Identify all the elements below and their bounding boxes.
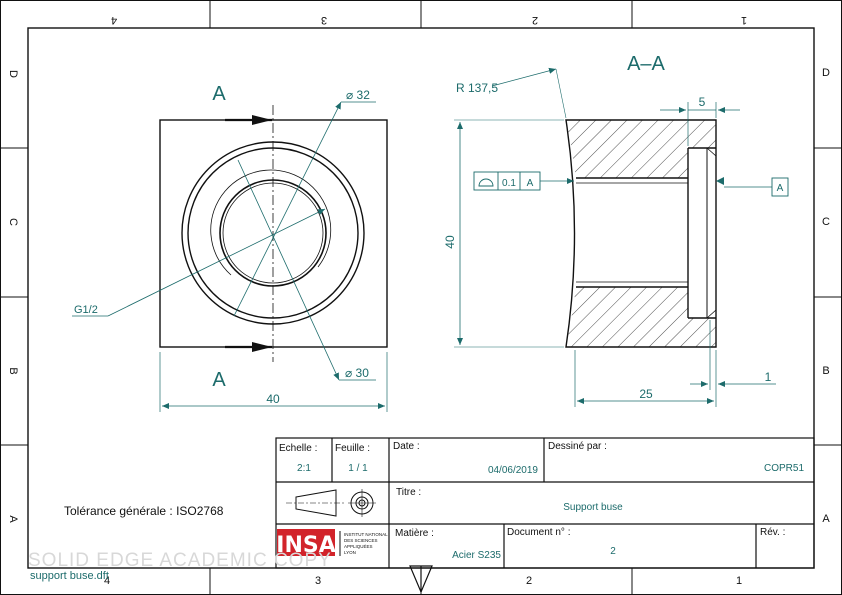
- svg-text:DES SCIENCES: DES SCIENCES: [344, 538, 378, 543]
- svg-text:APPLIQUÉES: APPLIQUÉES: [344, 543, 373, 549]
- tolerance-value: 0.1: [502, 178, 516, 189]
- title-block-fields: Echelle : 2:1 Feuille : 1 / 1 Date : 04/…: [279, 441, 804, 561]
- section-outline: [565, 119, 717, 348]
- sheet-value: 1 / 1: [348, 463, 368, 474]
- general-tolerance: Tolérance générale : ISO2768: [64, 504, 224, 518]
- scale-label: Echelle :: [279, 443, 317, 454]
- svg-text:INSTITUT NATIONAL: INSTITUT NATIONAL: [344, 532, 388, 537]
- dim-width: 40: [266, 392, 280, 406]
- material-label: Matière :: [395, 528, 434, 539]
- section-label-bottom: A: [212, 369, 226, 391]
- col-label-top: 4: [111, 14, 117, 26]
- svg-text:LYON: LYON: [344, 550, 356, 555]
- drawn-by-value: COPR51: [764, 463, 804, 474]
- thread-label: G1/2: [74, 304, 98, 316]
- col-label-bottom: 4: [104, 575, 110, 587]
- row-label-right: C: [822, 216, 830, 228]
- row-label-right: A: [822, 513, 830, 525]
- filename: support buse.dft: [30, 570, 109, 582]
- projection-symbol-icon: [286, 489, 376, 517]
- svg-text:INSA: INSA: [276, 533, 335, 558]
- datum-triangle-icon: [716, 177, 724, 185]
- row-label-left: B: [7, 367, 19, 374]
- section-label-top: A: [212, 83, 226, 105]
- datum-label: A: [777, 183, 784, 194]
- row-label-right: B: [822, 365, 829, 377]
- date-value: 04/06/2019: [488, 465, 538, 476]
- row-label-left: C: [7, 218, 19, 226]
- col-label-top: 1: [741, 14, 747, 26]
- date-label: Date :: [393, 441, 420, 452]
- dim-radius: R 137,5: [456, 81, 498, 95]
- col-label-bottom: 1: [736, 575, 742, 587]
- front-view-annotations: A A ⌀ 32 ⌀ 30 G1/2 40: [74, 83, 370, 406]
- dim-inner-diameter: ⌀ 30: [345, 366, 369, 380]
- col-label-bottom: 2: [526, 575, 532, 587]
- tolerance-datum: A: [527, 178, 534, 189]
- front-view: [72, 101, 388, 412]
- material-value: Acier S235: [452, 550, 501, 561]
- dim-counterbore: 5: [699, 95, 706, 109]
- title-block: [275, 437, 815, 569]
- profile-symbol-icon: [478, 178, 494, 187]
- frame-row-labels: D C B A D C B A: [7, 67, 830, 525]
- dim-outer-diameter: ⌀ 32: [346, 88, 370, 102]
- section-view: [454, 67, 789, 407]
- title-value: Support buse: [563, 502, 623, 513]
- row-label-left: A: [7, 515, 19, 523]
- dim-length: 25: [639, 387, 653, 401]
- revision-label: Rév. :: [760, 527, 785, 538]
- title-label: Titre :: [396, 487, 421, 498]
- thread-arc: [210, 169, 332, 276]
- document-value: 2: [610, 546, 616, 557]
- section-title: A–A: [627, 53, 665, 75]
- document-label: Document n° :: [507, 527, 570, 538]
- insa-logo: INSA INSTITUT NATIONAL DES SCIENCES APPL…: [276, 529, 388, 558]
- row-label-right: D: [822, 67, 830, 79]
- section-view-annotations: A–A R 137,5 5 40 25 1 0.1 A A: [443, 53, 784, 401]
- scale-value: 2:1: [297, 463, 311, 474]
- row-label-left: D: [7, 70, 19, 78]
- drawn-by-label: Dessiné par :: [548, 441, 607, 452]
- col-label-bottom: 3: [315, 575, 321, 587]
- sheet-label: Feuille :: [335, 443, 370, 454]
- dim-height: 40: [443, 235, 457, 249]
- dim-gap: 1: [765, 370, 772, 384]
- datum-box: [771, 177, 789, 197]
- frame-column-labels: 4 3 2 1 4 3 2 1: [104, 14, 747, 587]
- col-label-top: 3: [321, 14, 327, 26]
- front-view-outline: [159, 119, 388, 348]
- col-label-top: 2: [532, 14, 538, 26]
- watermark: SOLID EDGE ACADEMIC COPY: [28, 550, 332, 571]
